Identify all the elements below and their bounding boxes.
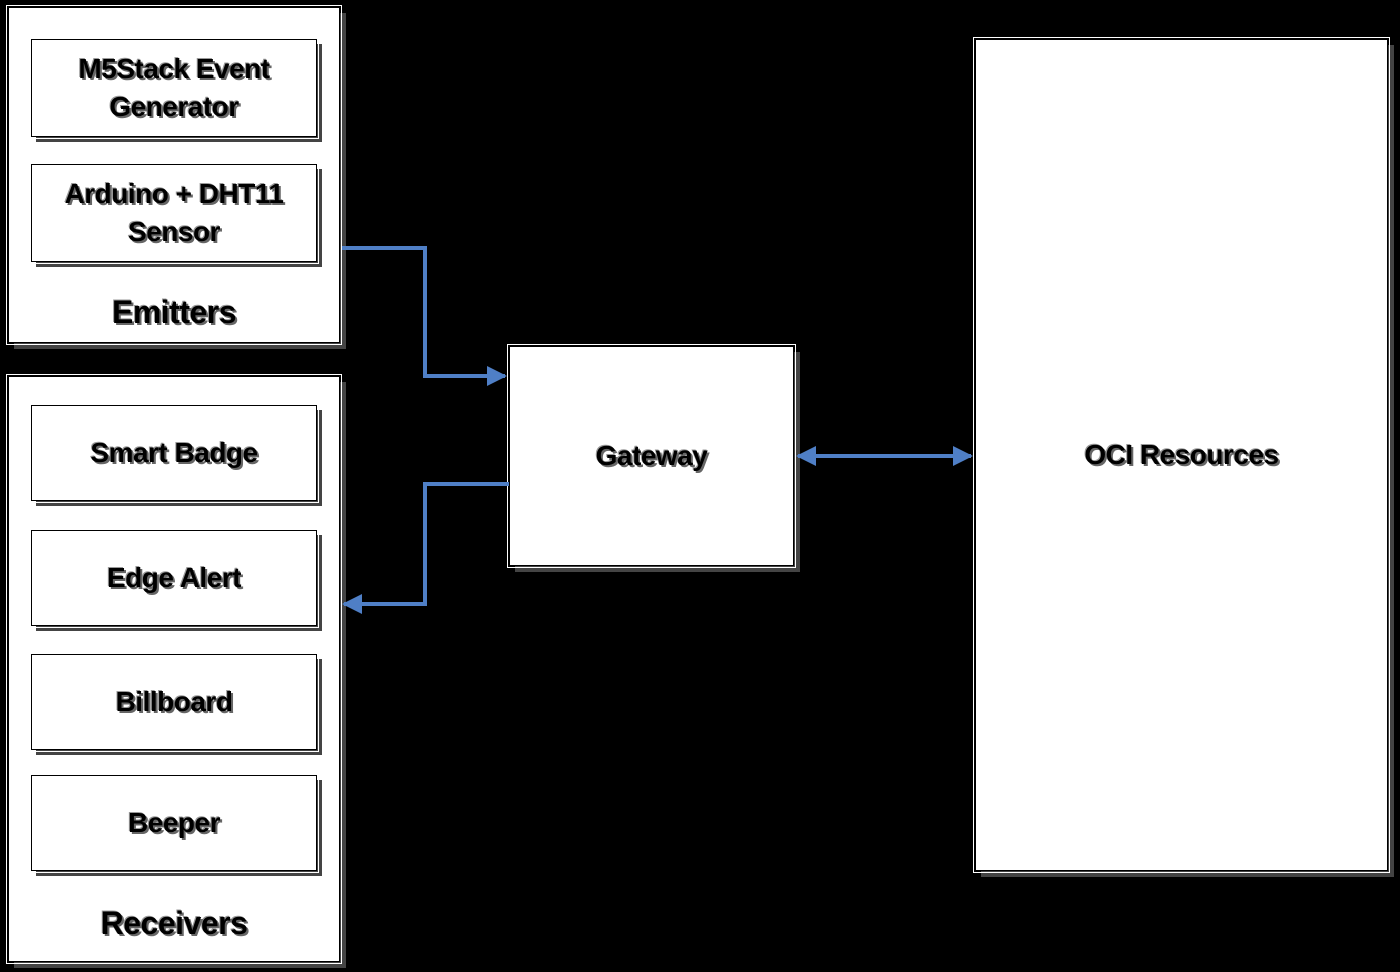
receiver-edge-alert: Edge Alert — [29, 528, 319, 628]
receiver-beeper-label: Beeper — [128, 807, 220, 838]
emitter-arduino: Arduino + DHT11 Sensor — [29, 162, 319, 264]
emitters-to-gateway-arrow — [342, 246, 507, 386]
receiver-beeper: Beeper — [29, 773, 319, 873]
gateway-label: Gateway — [595, 440, 708, 471]
receivers-title: Receivers — [100, 905, 248, 941]
receiver-smart-badge: Smart Badge — [29, 403, 319, 503]
emitters-group: M5Stack Event Generator Arduino + DHT11 … — [6, 5, 342, 345]
emitters-title: Emitters — [111, 294, 237, 330]
emitter-arduino-label: Arduino + DHT11 Sensor — [64, 178, 284, 247]
receiver-smart-badge-label: Smart Badge — [90, 437, 258, 468]
gateway-box: Gateway — [507, 344, 796, 568]
emitter-m5stack: M5Stack Event Generator — [29, 37, 319, 139]
gateway-to-receivers-arrow — [342, 482, 509, 614]
receiver-billboard: Billboard — [29, 652, 319, 752]
receiver-billboard-label: Billboard — [115, 686, 233, 717]
oci-resources-label: OCI Resources — [1084, 439, 1279, 470]
receivers-group: Smart Badge Edge Alert Billboard Beeper … — [6, 374, 342, 964]
emitter-m5stack-label: M5Stack Event Generator — [78, 53, 270, 122]
oci-resources-box: OCI Resources — [973, 37, 1390, 873]
receiver-edge-alert-label: Edge Alert — [107, 562, 242, 593]
